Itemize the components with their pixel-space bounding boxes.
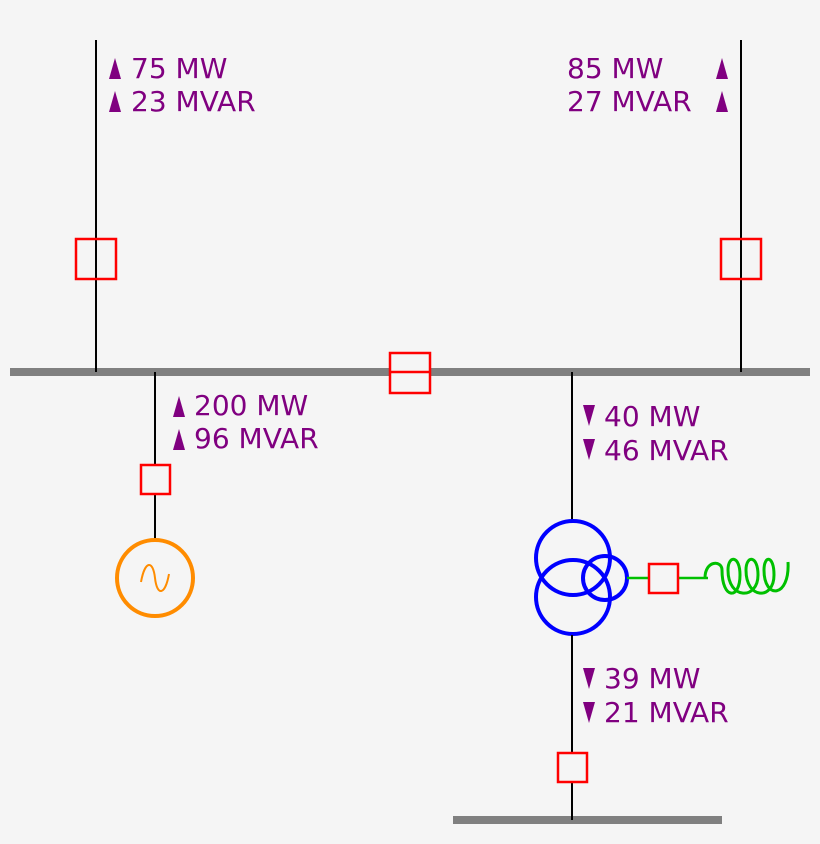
up-arrow-icon bbox=[109, 91, 121, 112]
bus-section-breaker-icon[interactable] bbox=[388, 351, 432, 395]
flow-label-line-right: 85 MW 27 MVAR bbox=[567, 52, 728, 118]
up-arrow-icon bbox=[716, 58, 728, 79]
transformer-branch bbox=[534, 372, 790, 820]
down-arrow-icon bbox=[583, 439, 595, 460]
flow-mw: 39 MW bbox=[604, 662, 700, 695]
down-arrow-icon bbox=[583, 668, 595, 689]
flow-mw: 200 MW bbox=[194, 389, 308, 422]
flow-label-line-left: 75 MW 23 MVAR bbox=[109, 52, 256, 118]
line-feeder-left bbox=[74, 40, 118, 372]
up-arrow-icon bbox=[716, 91, 728, 112]
flow-mvar: 46 MVAR bbox=[604, 434, 729, 467]
ac-generator-icon[interactable] bbox=[115, 538, 195, 618]
circuit-breaker-icon[interactable] bbox=[139, 463, 172, 496]
flow-mw: 40 MW bbox=[604, 400, 700, 433]
flow-mw: 85 MW bbox=[567, 52, 663, 85]
three-winding-transformer-icon[interactable] bbox=[534, 519, 629, 636]
flow-label-generator: 200 MW 96 MVAR bbox=[173, 389, 319, 455]
circuit-breaker-icon[interactable] bbox=[719, 237, 763, 281]
down-arrow-icon bbox=[583, 405, 595, 426]
up-arrow-icon bbox=[109, 58, 121, 79]
shunt-reactor-coil-icon[interactable] bbox=[703, 557, 790, 595]
circuit-breaker-icon[interactable] bbox=[74, 237, 118, 281]
generator-branch bbox=[115, 372, 195, 618]
flow-mvar: 21 MVAR bbox=[604, 696, 729, 729]
flow-mvar: 23 MVAR bbox=[131, 85, 256, 118]
circuit-breaker-icon[interactable] bbox=[647, 562, 680, 595]
flow-mvar: 27 MVAR bbox=[567, 85, 692, 118]
line-feeder-right bbox=[719, 40, 763, 372]
down-arrow-icon bbox=[583, 702, 595, 723]
flow-label-transformer-secondary: 39 MW 21 MVAR bbox=[583, 662, 729, 729]
flow-mvar: 96 MVAR bbox=[194, 422, 319, 455]
up-arrow-icon bbox=[173, 396, 185, 417]
flow-label-transformer-primary: 40 MW 46 MVAR bbox=[583, 400, 729, 467]
up-arrow-icon bbox=[173, 429, 185, 450]
flow-mw: 75 MW bbox=[131, 52, 227, 85]
circuit-breaker-icon[interactable] bbox=[556, 751, 589, 784]
